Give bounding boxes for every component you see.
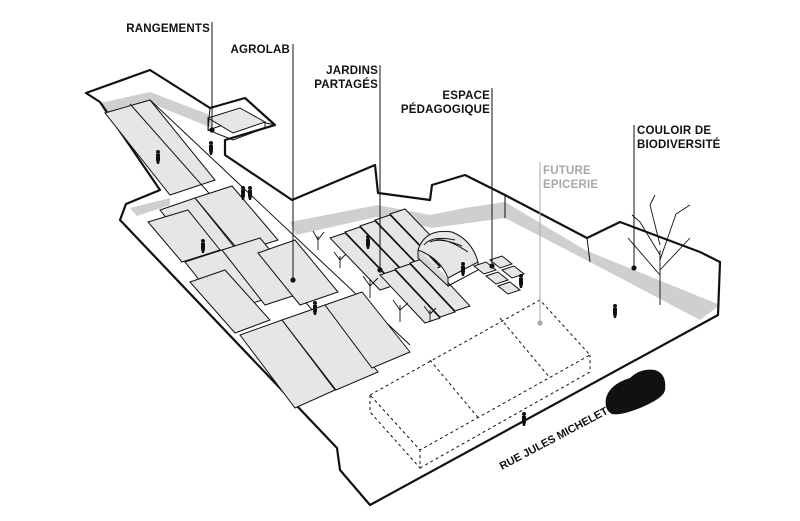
label-epicerie-line1: FUTURE (543, 165, 591, 177)
future-grocery-volume (369, 299, 591, 470)
educational-tiles (472, 255, 526, 295)
person-icon (156, 141, 620, 426)
label-couloir-line2: BIODIVERSITÉ (637, 138, 721, 151)
street-name: RUE JULES MICHELET (498, 405, 611, 473)
tree-icon (312, 194, 691, 322)
label-jardins-line2: PARTAGÉS (314, 78, 378, 91)
leader-lines (209, 22, 637, 326)
label-agrolab: AGROLAB (230, 44, 290, 56)
wall-shading (100, 92, 720, 320)
label-espace-line1: ESPACE (442, 90, 490, 102)
car-icon (605, 369, 666, 415)
label-couloir-line1: COULOIR DE (637, 125, 711, 137)
shared-garden-beds (329, 208, 471, 324)
rangements-shed (206, 107, 267, 141)
label-epicerie-line2: EPICERIE (543, 179, 598, 191)
label-rangements: RANGEMENTS (126, 23, 210, 35)
label-espace-line2: PÉDAGOGIQUE (401, 103, 490, 116)
agrolab-plots (104, 99, 411, 409)
label-jardins-line1: JARDINS (326, 65, 378, 77)
